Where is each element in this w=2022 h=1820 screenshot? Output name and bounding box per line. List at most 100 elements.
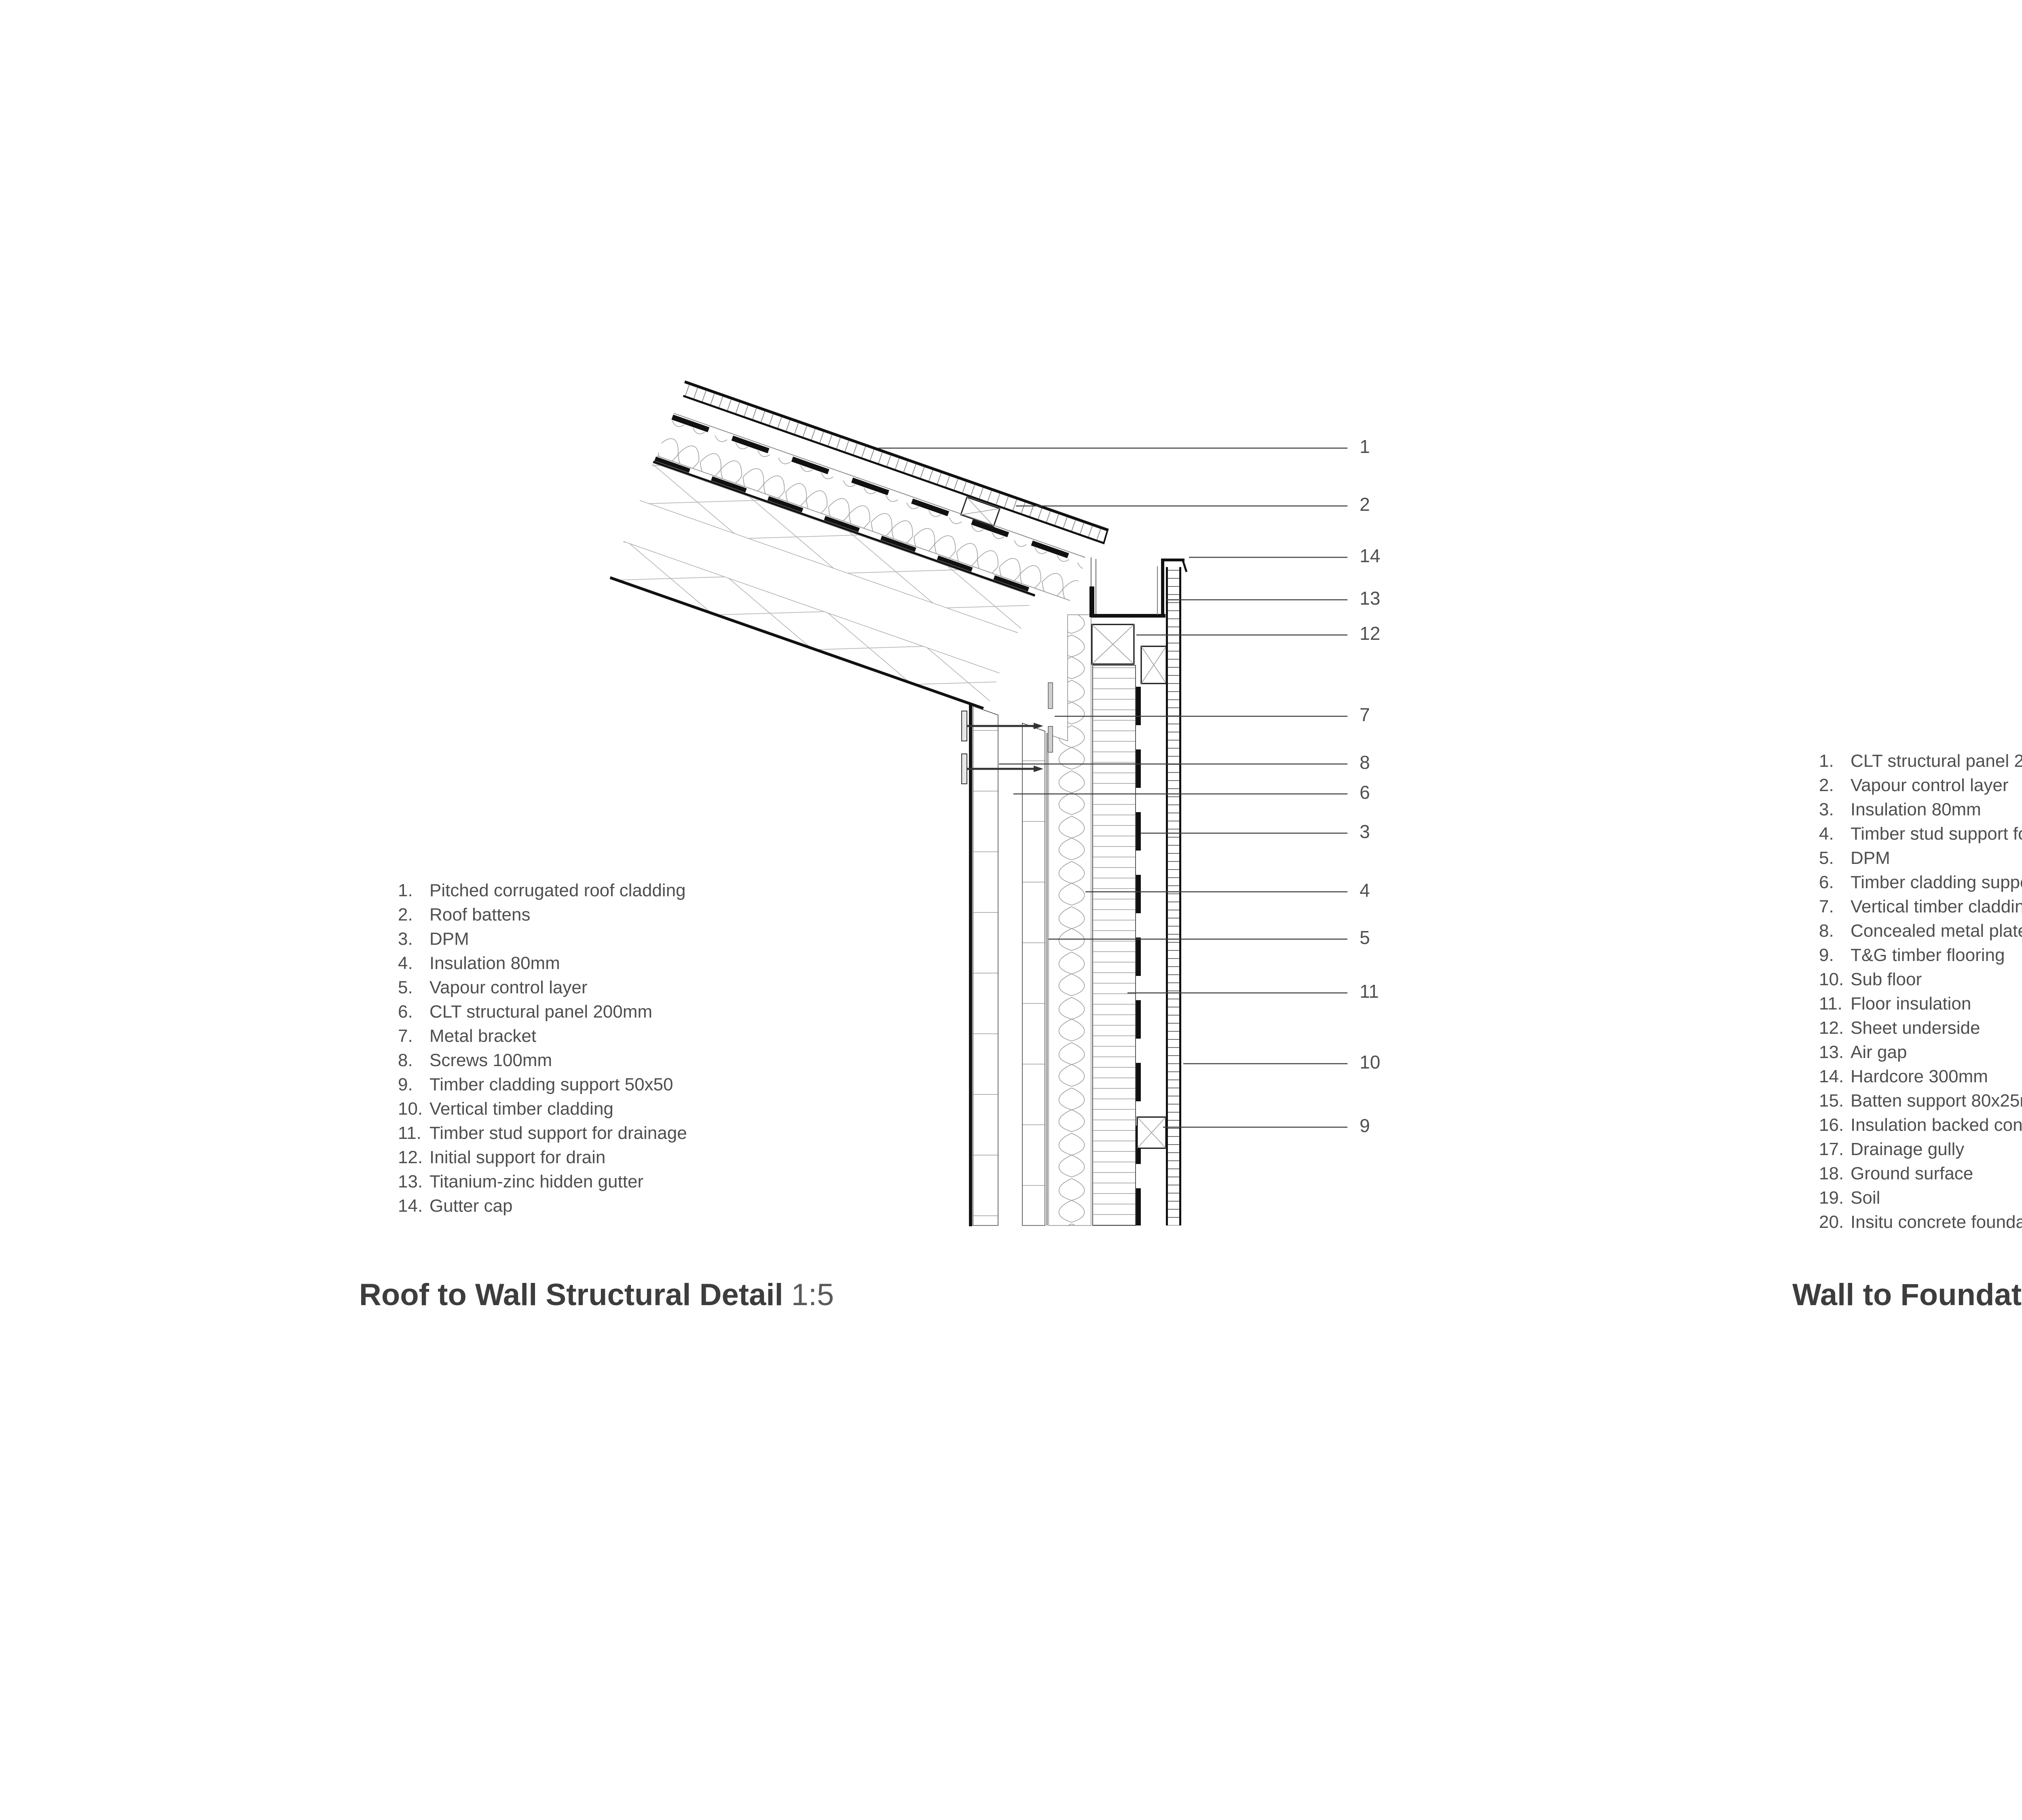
legend-item-number: 9. xyxy=(1819,945,1834,965)
callout-number: 11 xyxy=(1360,981,1379,1002)
callout-number: 8 xyxy=(1360,752,1370,773)
cladding-support-top xyxy=(1140,645,1167,684)
legend-item-number: 5. xyxy=(398,978,413,997)
callout-number: 13 xyxy=(1360,588,1380,609)
legend-item-label: Vapour control layer xyxy=(429,978,588,997)
legend-item: 1.Pitched corrugated roof cladding xyxy=(398,878,687,903)
legend-item-label: Air gap xyxy=(1851,1042,1907,1062)
legend-item: 3.DPM xyxy=(398,927,687,951)
wall-assembly xyxy=(961,567,1181,1226)
legend-item-label: DPM xyxy=(1851,848,1890,868)
legend-item-number: 18. xyxy=(1819,1164,1844,1183)
legend-item-number: 2. xyxy=(1819,775,1834,795)
legend-item-number: 4. xyxy=(398,953,413,973)
legend-item-number: 10. xyxy=(398,1099,423,1119)
legend-item-number: 13. xyxy=(398,1172,423,1191)
legend-item: 20. Insitu concrete foundations xyxy=(1819,1210,2022,1234)
legend-item-label: T&G timber flooring xyxy=(1851,945,2005,965)
legend-item: 7.Vertical timber cladding xyxy=(1819,895,2022,919)
legend-item-label: Screws 100mm xyxy=(429,1050,552,1070)
legend-item-number: 11. xyxy=(1819,994,1842,1014)
legend-item-number: 1. xyxy=(1819,751,1834,771)
legend-item: 14. Gutter cap xyxy=(398,1194,687,1218)
legend-item-number: 3. xyxy=(398,929,413,949)
legend-item-label: Drainage gully xyxy=(1851,1139,1965,1159)
legend-item-number: 19. xyxy=(1819,1188,1844,1208)
legend-item-label: Sub floor xyxy=(1851,969,1922,989)
legend-item-number: 12. xyxy=(1819,1018,1844,1038)
roof-batten xyxy=(960,496,1001,527)
legend-item-number: 14. xyxy=(398,1196,423,1216)
legend-item-number: 12. xyxy=(398,1147,423,1167)
right-title: Wall to Foundation Structural Detail xyxy=(1792,1278,2022,1312)
gutter-cap xyxy=(1161,559,1188,572)
screws xyxy=(961,711,1043,784)
legend-item-number: 5. xyxy=(1819,848,1834,868)
callout-number: 10 xyxy=(1360,1052,1380,1073)
legend-item-number: 3. xyxy=(1819,800,1834,819)
legend-item-label: Soil xyxy=(1851,1188,1880,1208)
callout-number: 3 xyxy=(1360,821,1370,842)
legend-item: 7. Metal bracket xyxy=(398,1024,687,1048)
callout-number: 7 xyxy=(1360,704,1370,725)
legend-item-label: Insitu concrete foundations xyxy=(1851,1212,2022,1232)
legend-item-label: Gutter cap xyxy=(429,1196,513,1216)
legend-item-number: 8. xyxy=(398,1050,413,1070)
legend-item-number: 11. xyxy=(398,1123,421,1143)
legend-item: 19. Soil xyxy=(1819,1186,2022,1210)
legend-item: 6.Timber cladding support 50x50 xyxy=(1819,870,2022,895)
legend-item-label: Concealed metal plate xyxy=(1851,921,2022,941)
legend-item-label: Timber cladding support 50x50 xyxy=(429,1075,673,1094)
legend-item-number: 6. xyxy=(398,1002,413,1022)
legend-item-label: Insulation 80mm xyxy=(1851,800,1981,819)
legend-item-label: Vapour control layer xyxy=(1851,775,2009,795)
legend-item: 9. Timber cladding support 50x50 xyxy=(398,1073,687,1097)
legend-item-label: Vertical timber cladding xyxy=(429,1099,613,1119)
legend-item: 18.Ground surface xyxy=(1819,1162,2022,1186)
roof-to-wall-drawing xyxy=(609,380,1188,1226)
legend-item: 8. Screws 100mm xyxy=(398,1048,687,1073)
legend-item: 16.Insulation backed concrete board xyxy=(1819,1113,2022,1137)
legend-item-label: Timber cladding support 50x50 xyxy=(1851,872,2022,892)
legend-item: 5. Vapour control layer xyxy=(398,976,687,1000)
metal-bracket xyxy=(1048,682,1053,753)
legend-item-label: Insulation 80mm xyxy=(429,953,560,973)
left-title-scale: 1:5 xyxy=(791,1278,834,1312)
legend-item-label: Batten support 80x25mm xyxy=(1851,1091,2022,1111)
legend-item: 13.Air gap xyxy=(1819,1040,2022,1064)
legend-item: 4.Timber stud support for drainage xyxy=(1819,822,2022,846)
legend-item: 4. Insulation 80mm xyxy=(398,951,687,976)
legend-item: 13.Titanium-zinc hidden gutter xyxy=(398,1170,687,1194)
legend-item-number: 10. xyxy=(1819,969,1844,989)
legend-item: 11.Floor insulation xyxy=(1819,992,2022,1016)
callout-number: 4 xyxy=(1360,880,1370,901)
legend-item: 5. DPM xyxy=(1819,846,2022,870)
legend-item: 3. Insulation 80mm xyxy=(1819,798,2022,822)
legend-item-number: 17. xyxy=(1819,1139,1844,1159)
legend-item: 6. CLT structural panel 200mm xyxy=(398,1000,687,1024)
legend-item-number: 4. xyxy=(1819,824,1834,844)
legend-item-number: 9. xyxy=(398,1075,413,1094)
cladding-support-bottom xyxy=(1136,1116,1167,1149)
legend-item-number: 20. xyxy=(1819,1212,1844,1232)
callout-number: 6 xyxy=(1360,782,1370,803)
legend-item-number: 8. xyxy=(1819,921,1834,941)
legend-item-number: 1. xyxy=(398,880,413,900)
gutter-assembly xyxy=(1089,557,1188,618)
callout-number: 2 xyxy=(1360,494,1370,515)
callout-number: 14 xyxy=(1360,545,1380,566)
legend-item-label: Hardcore 300mm xyxy=(1851,1067,1988,1086)
callout-number: 12 xyxy=(1360,623,1380,644)
legend-item-label: CLT structural panel 200mm xyxy=(429,1002,653,1022)
legend-item-number: 2. xyxy=(398,905,413,925)
legend-item: 2. Vapour control layer xyxy=(1819,773,2022,798)
legend-item-number: 15. xyxy=(1819,1091,1844,1111)
legend-item: 12.Initial support for drain xyxy=(398,1145,687,1170)
roof-assembly xyxy=(609,380,1109,710)
legend-item: 15. Batten support 80x25mm xyxy=(1819,1089,2022,1113)
legend-item-number: 7. xyxy=(398,1026,413,1046)
